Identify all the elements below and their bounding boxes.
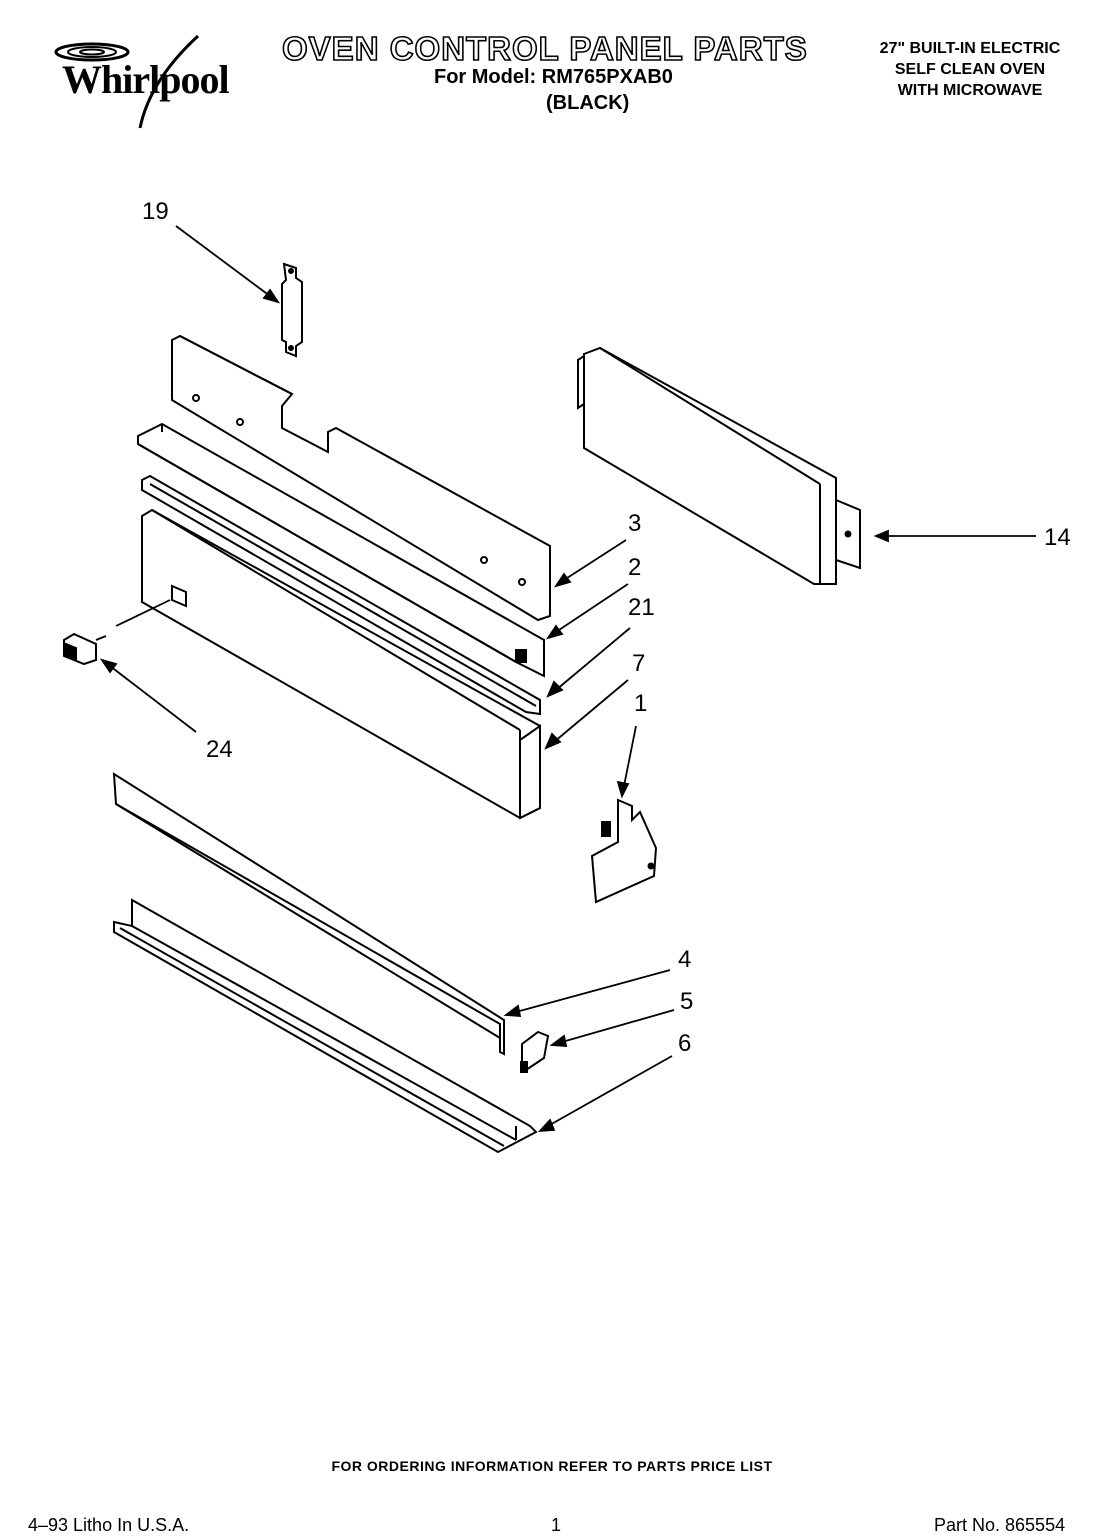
description-line: 27" BUILT-IN ELECTRIC (879, 40, 1061, 57)
part-2-trim-channel (137, 422, 545, 678)
page-number: 1 (551, 1515, 562, 1535)
callout-7: 7 (632, 650, 646, 677)
part-14-box (577, 346, 861, 585)
description-line: WITH MICROWAVE (897, 82, 1043, 99)
part-21-strip (141, 474, 541, 716)
part-6-bottom-trim (113, 898, 538, 1154)
callout-5: 5 (680, 988, 694, 1015)
part-1-bracket (590, 798, 658, 904)
callout-14: 14 (1044, 524, 1071, 551)
color-variant: (BLACK) (546, 92, 630, 114)
callout-21: 21 (628, 594, 655, 621)
callout-1: 1 (634, 690, 648, 717)
part-19-bracket (281, 262, 303, 358)
callout-2: 2 (628, 554, 642, 581)
whirlpool-logo-icon (54, 34, 200, 129)
callout-3: 3 (628, 510, 642, 537)
part-4-lower-trim (112, 772, 505, 1056)
callout-24: 24 (206, 736, 233, 763)
part-3-top-panel (171, 334, 551, 622)
brand-logo: Whirlpool (62, 57, 230, 102)
callout-6: 6 (678, 1030, 692, 1057)
model-number: For Model: RM765PXAB0 (434, 66, 673, 88)
callout-4: 4 (678, 946, 692, 973)
litho-note: 4–93 Litho In U.S.A. (28, 1515, 190, 1535)
part-7-control-panel (141, 508, 541, 820)
leader-lines (99, 225, 1036, 1133)
part-5-end-cap (520, 1030, 550, 1073)
part-24-connector (63, 632, 107, 666)
product-description: 27" BUILT-IN ELECTRIC SELF CLEAN OVEN WI… (850, 38, 1090, 101)
callout-19: 19 (142, 198, 169, 225)
part-number: Part No. 865554 (934, 1515, 1066, 1535)
ordering-info: FOR ORDERING INFORMATION REFER TO PARTS … (331, 1458, 773, 1474)
page-title: OVEN CONTROL PANEL PARTS (281, 29, 808, 68)
description-line: SELF CLEAN OVEN (894, 61, 1046, 78)
